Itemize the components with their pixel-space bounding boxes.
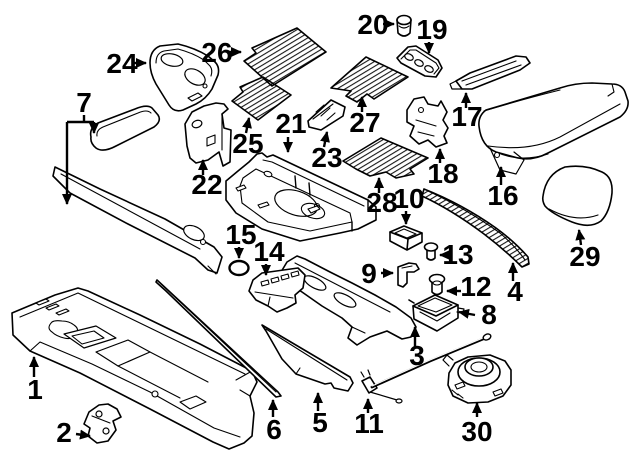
part-bracket-drawing	[83, 403, 122, 444]
callout-25-arrow	[242, 117, 252, 134]
part-side-skirt-strip-drawing	[261, 324, 354, 392]
callout-9-label[interactable]: 9	[361, 258, 377, 289]
part-armrest-pad-drawing	[89, 105, 161, 151]
callout-30-label[interactable]: 30	[461, 416, 492, 447]
part-rubber-mat-mid-drawing	[330, 56, 409, 103]
callout-24-label[interactable]: 24	[106, 48, 138, 79]
part-trim-strip-drawing	[449, 55, 531, 90]
callout-23-arrow	[320, 131, 330, 148]
part-cover-plate-drawing	[307, 99, 346, 131]
callout-6-label[interactable]: 6	[266, 414, 282, 445]
part-small-box-drawing	[389, 225, 423, 251]
callout-8-arrow	[458, 308, 476, 319]
part-damper-knob-drawing	[423, 242, 439, 261]
part-lid-cover-drawing	[541, 165, 613, 227]
callout-20-label[interactable]: 20	[357, 9, 388, 40]
part-rubber-mat-small-drawing	[231, 76, 292, 121]
callout-26-label[interactable]: 26	[201, 37, 232, 68]
callout-18-label[interactable]: 18	[427, 158, 458, 189]
part-cupholder-insert-drawing	[149, 43, 220, 112]
callout-29-arrow	[575, 229, 586, 246]
callout-12-label[interactable]: 12	[460, 271, 491, 302]
part-mount-bracket-drawing	[406, 96, 449, 148]
part-storage-tray-drawing	[225, 152, 377, 242]
part-seal-strip-drawing	[155, 279, 282, 398]
part-controller-drawing	[442, 354, 512, 404]
callout-25-label[interactable]: 25	[232, 128, 263, 159]
callout-27-label[interactable]: 27	[349, 107, 380, 138]
part-rubber-mat-wide-drawing	[342, 137, 429, 179]
part-wiring-harness-drawing	[360, 333, 492, 404]
callout-15-label[interactable]: 15	[225, 219, 256, 250]
callout-2-label[interactable]: 2	[56, 417, 72, 448]
callout-21-label[interactable]: 21	[275, 108, 306, 139]
part-rear-support-drawing	[276, 255, 417, 346]
callout-4-label[interactable]: 4	[507, 276, 523, 307]
part-holder-bracket-drawing	[184, 102, 232, 167]
callout-22-label[interactable]: 22	[191, 169, 222, 200]
part-slotted-bracket-drawing	[248, 267, 306, 313]
part-console-body-drawing	[11, 287, 258, 450]
part-rubber-mat-large-drawing	[243, 27, 327, 87]
callout-17-label[interactable]: 17	[451, 101, 482, 132]
part-gasket-ring-drawing	[228, 259, 250, 277]
callout-10-label[interactable]: 10	[393, 183, 424, 214]
part-storage-compartment-drawing	[408, 294, 465, 332]
callout-7-label[interactable]: 7	[76, 87, 92, 118]
callout-5-label[interactable]: 5	[312, 407, 328, 438]
callout-7-bracket	[67, 115, 94, 124]
part-curved-trim-drawing	[421, 188, 530, 268]
callout-29-label[interactable]: 29	[569, 241, 600, 272]
part-cap-knob-drawing	[396, 14, 412, 37]
callout-19-label[interactable]: 19	[416, 14, 447, 45]
callout-14-label[interactable]: 14	[253, 236, 285, 267]
part-armrest-drawing	[478, 82, 629, 175]
callout-1-label[interactable]: 1	[27, 374, 43, 405]
callout-13-label[interactable]: 13	[442, 239, 473, 270]
callout-2-arrow	[75, 429, 91, 440]
callout-11-label[interactable]: 11	[354, 408, 384, 439]
part-clip-plate-drawing	[397, 262, 420, 288]
part-damper-knob2-drawing	[428, 273, 446, 296]
callout-16-label[interactable]: 16	[487, 180, 518, 211]
callout-8-label[interactable]: 8	[481, 299, 497, 330]
callout-23-label[interactable]: 23	[311, 142, 342, 173]
callout-28-label[interactable]: 28	[366, 187, 397, 218]
part-switch-panel-drawing	[396, 45, 443, 78]
callout-3-label[interactable]: 3	[409, 340, 425, 371]
callouts-layer: 1 2 3 4 5 6 7 8 9 10 11 12 13 14 15 16 1…	[27, 9, 600, 448]
